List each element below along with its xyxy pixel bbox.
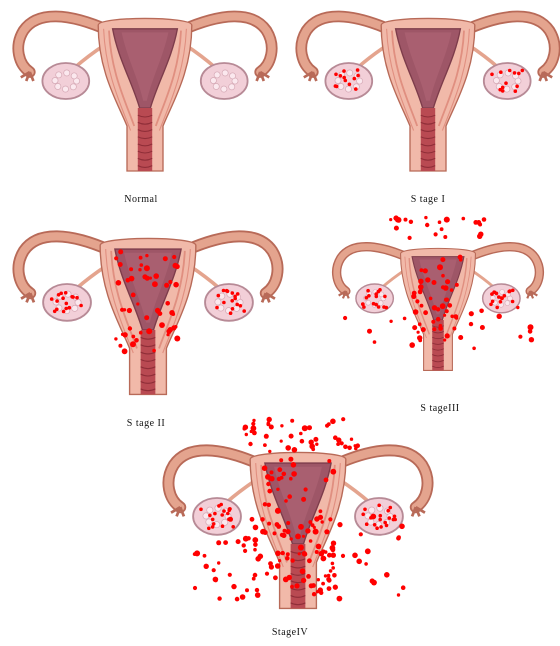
caption-stage2: S tage II — [127, 418, 165, 429]
right-ovary — [205, 284, 253, 321]
uterus-stage1 — [301, 16, 554, 171]
right-ovary — [201, 63, 248, 99]
caption-stage4: StageIV — [272, 627, 308, 638]
right-ovary — [484, 63, 531, 99]
left-ovary — [42, 63, 89, 99]
left-ovary — [193, 498, 241, 535]
uterus-normal — [18, 16, 271, 171]
caption-stage1: S tage I — [411, 194, 446, 205]
uterus-stage2 — [18, 236, 277, 394]
caption-normal: Normal — [124, 194, 158, 205]
lesions-stage4-top — [243, 417, 361, 453]
lesions-stage3-top — [389, 215, 486, 240]
caption-stage3: S tageIII — [420, 403, 459, 414]
left-ovary — [325, 63, 372, 99]
